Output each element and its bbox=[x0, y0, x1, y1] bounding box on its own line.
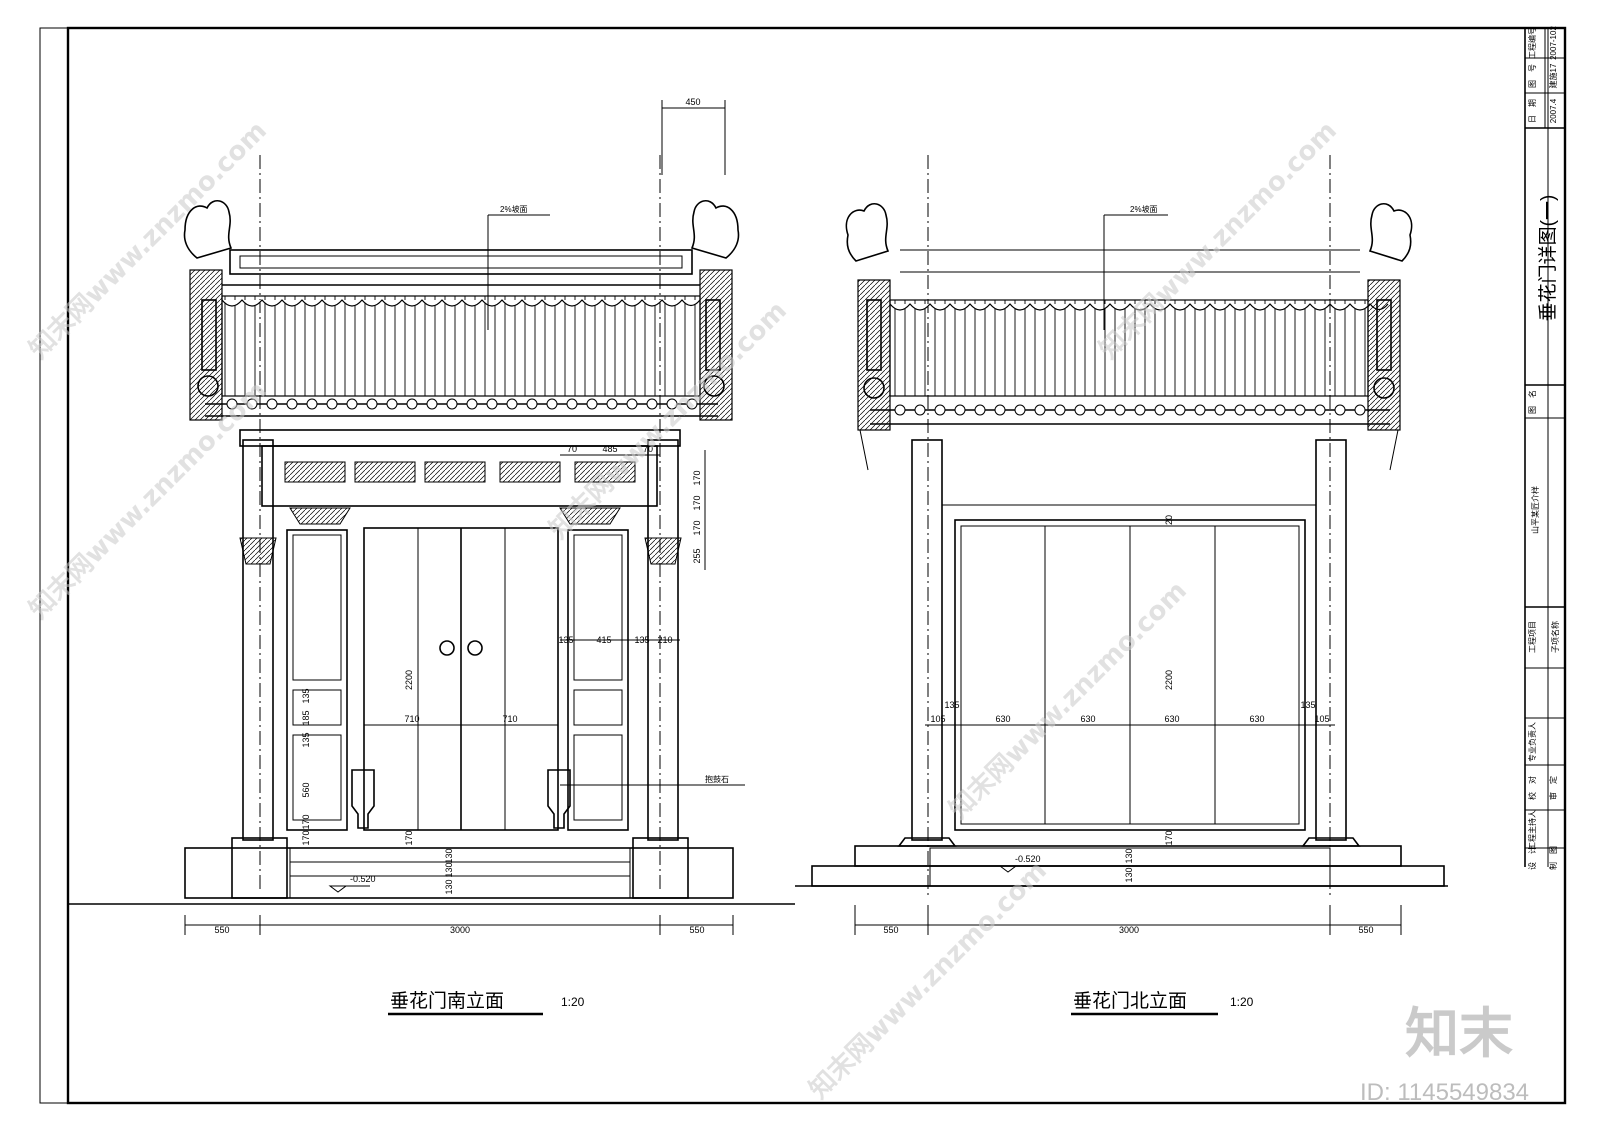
s-dim-bottom-2: 3000 bbox=[450, 925, 470, 935]
tb-drawing-no-label: 图 号 bbox=[1528, 64, 1537, 88]
tb-project-value: 山平某匠介样 bbox=[1530, 486, 1540, 534]
n-level: -0.520 bbox=[1015, 854, 1041, 864]
s-dim-right-2: 170 bbox=[692, 495, 702, 510]
s-dim-panel-4: 560 bbox=[301, 782, 311, 797]
n-dim-door-4: 630 bbox=[1164, 714, 1179, 724]
tb-project-no: 2007-102 bbox=[1549, 26, 1558, 60]
s-dim-panel-2: 185 bbox=[301, 710, 311, 725]
south-title: 垂花门南立面 bbox=[390, 990, 504, 1012]
n-dim-door-1: 105 bbox=[930, 714, 945, 724]
s-dim-right-3: 170 bbox=[692, 520, 702, 535]
n-dim-door-5: 630 bbox=[1249, 714, 1264, 724]
tb-name-label: 图 名 bbox=[1527, 390, 1537, 414]
n-dim-v-4: 130 bbox=[1124, 848, 1134, 863]
north-scale: 1:20 bbox=[1230, 995, 1254, 1009]
n-dim-side-1: 135 bbox=[944, 700, 959, 710]
s-dim-side-1: 135 bbox=[558, 635, 573, 645]
s-dim-mid-3: 70 bbox=[643, 444, 653, 454]
south-elevation: 550 3000 550 450 170 170 170 255 70 485 … bbox=[68, 97, 795, 1016]
tb-project-label: 工程项目 bbox=[1528, 621, 1537, 653]
tb-date: 2007.4 bbox=[1549, 98, 1558, 123]
s-leader-roof: 2%坡面 bbox=[500, 204, 528, 214]
s-dim-panel-3: 135 bbox=[301, 732, 311, 747]
s-dim-side-2: 415 bbox=[596, 635, 611, 645]
tb-role-5: 制 图 bbox=[1548, 846, 1558, 870]
s-dim-v-5: 130 bbox=[444, 862, 454, 877]
s-level: -0.520 bbox=[350, 874, 376, 884]
outer-border bbox=[39, 27, 1566, 1104]
s-dim-mid-1: 70 bbox=[567, 444, 577, 454]
s-dim-panel-1: 135 bbox=[301, 688, 311, 703]
n-dim-door-2: 630 bbox=[995, 714, 1010, 724]
n-dim-v-1: 2200 bbox=[1164, 670, 1174, 690]
tb-drawing-no: 建施17 bbox=[1548, 63, 1558, 88]
watermark-id: ID: 1145549834 bbox=[1360, 1079, 1529, 1106]
s-dim-v-4: 130 bbox=[444, 848, 454, 863]
n-dim-door-6: 105 bbox=[1314, 714, 1329, 724]
s-dim-bottom-1: 550 bbox=[214, 925, 229, 935]
s-dim-v-3: 170 bbox=[301, 830, 311, 845]
title-block: 工程编号 2007-102 图 号 建施17 日 期 2007.4 垂花门详图(… bbox=[1524, 26, 1565, 870]
s-dim-side-3: 135 bbox=[634, 635, 649, 645]
s-dim-v-2: 170 bbox=[404, 830, 414, 845]
s-dim-panel-5: 170 bbox=[301, 814, 311, 829]
north-roof bbox=[845, 203, 1413, 471]
tb-role-3: 设 计 bbox=[1527, 846, 1537, 870]
n-dim-v-3: 170 bbox=[1164, 830, 1174, 845]
s-leader-block: 抱鼓石 bbox=[705, 774, 729, 784]
s-dim-top: 450 bbox=[685, 97, 700, 107]
n-dim-v-2: 20 bbox=[1164, 515, 1174, 525]
north-title: 垂花门北立面 bbox=[1073, 990, 1187, 1012]
s-dim-bottom-3: 550 bbox=[689, 925, 704, 935]
tb-date-label: 日 期 bbox=[1528, 99, 1537, 123]
n-dim-v-5: 130 bbox=[1124, 867, 1134, 882]
north-elevation: 550 3000 550 105 630 630 630 630 105 135… bbox=[795, 155, 1448, 1016]
s-dim-side-4: 210 bbox=[657, 635, 672, 645]
s-dim-v-6: 130 bbox=[444, 879, 454, 894]
south-roof bbox=[183, 200, 740, 421]
tb-role-6: 审 定 bbox=[1548, 776, 1558, 800]
tb-role-4: 校 对 bbox=[1527, 776, 1537, 800]
watermark: 知末网www.znzmo.com 知末网www.znzmo.com 知末网www… bbox=[24, 116, 1529, 1106]
n-dim-side-2: 135 bbox=[1300, 700, 1315, 710]
s-dim-mid-2: 485 bbox=[602, 444, 617, 454]
s-dim-right-4: 255 bbox=[692, 548, 702, 563]
s-dim-door-1: 710 bbox=[404, 714, 419, 724]
s-dim-door-2: 710 bbox=[502, 714, 517, 724]
s-dim-v-1: 2200 bbox=[404, 670, 414, 690]
n-dim-bottom-1: 550 bbox=[883, 925, 898, 935]
south-scale: 1:20 bbox=[561, 995, 585, 1009]
s-dim-right-1: 170 bbox=[692, 470, 702, 485]
watermark-site-2: 知末网www.znzmo.com bbox=[24, 376, 273, 625]
south-carved-panels bbox=[284, 461, 636, 483]
n-leader-roof: 2%坡面 bbox=[1130, 204, 1158, 214]
tb-project-no-label: 工程编号 bbox=[1527, 27, 1537, 59]
n-dim-bottom-2: 3000 bbox=[1119, 925, 1139, 935]
tb-unit-label: 子项名称 bbox=[1550, 621, 1560, 653]
inner-frame bbox=[66, 26, 1567, 1105]
watermark-brand: 知末 bbox=[1405, 1002, 1513, 1065]
tb-role-1: 工程主持人 bbox=[1527, 810, 1537, 850]
tb-role-2: 专业负责人 bbox=[1527, 722, 1537, 762]
n-dim-door-3: 630 bbox=[1080, 714, 1095, 724]
n-dim-bottom-3: 550 bbox=[1358, 925, 1373, 935]
tb-drawing-name: 垂花门详图(一) bbox=[1537, 195, 1559, 322]
watermark-site-5: 知末网www.znzmo.com bbox=[944, 576, 1193, 825]
